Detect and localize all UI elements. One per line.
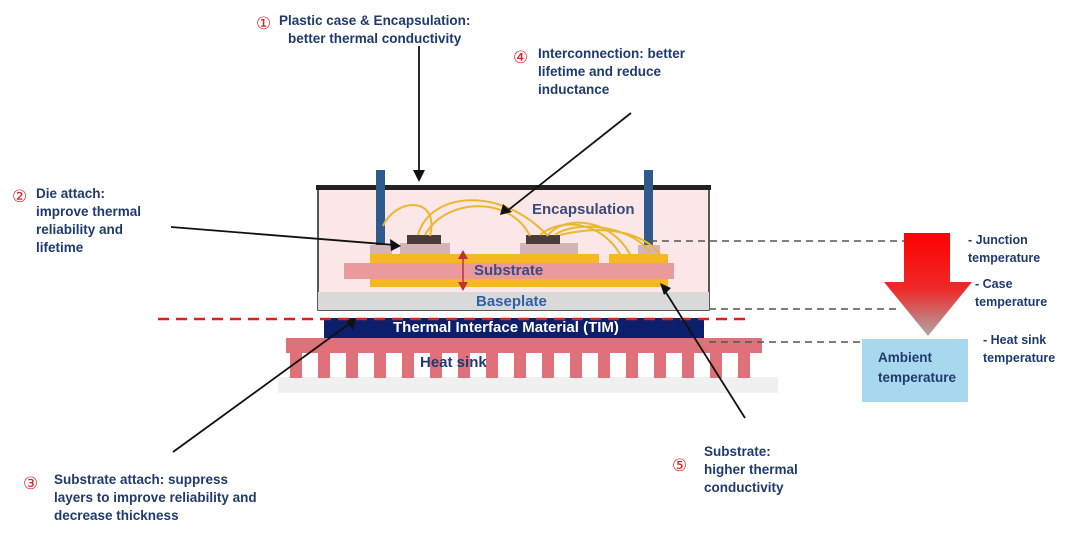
die-left <box>407 235 441 244</box>
bottom-copper <box>370 278 668 287</box>
annotation-substrate-attach: Substrate attach: suppress layers to imp… <box>54 472 257 523</box>
bond-wires <box>382 199 661 255</box>
temperature-guides <box>650 240 906 343</box>
terminal-right <box>644 170 653 248</box>
tim-label: Thermal Interface Material (TIM) <box>393 319 619 336</box>
annotation-number-1: ① <box>256 14 272 33</box>
heat-sink-label: Heat sink <box>420 354 487 371</box>
die-attach-left <box>400 243 450 254</box>
top-copper-left <box>370 254 599 263</box>
top-copper-right <box>609 254 668 263</box>
case-temperature-label: - Case temperature <box>975 277 1048 309</box>
case-lid <box>316 185 711 190</box>
ambient-temperature-label: Ambient temperature <box>878 350 957 385</box>
baseplate-label: Baseplate <box>476 293 547 310</box>
die-attach-right <box>520 243 578 254</box>
temperature-gradient-arrow <box>884 233 972 336</box>
junction-temperature-label: - Junction temperature <box>968 233 1041 265</box>
encapsulation-label: Encapsulation <box>532 201 635 218</box>
annotation-die-attach: Die attach: improve thermal reliability … <box>36 186 142 255</box>
heat-sink-temperature-label: - Heat sink temperature <box>983 333 1056 365</box>
callout-arrows <box>170 46 746 453</box>
annotation-number-4: ④ <box>513 48 529 67</box>
ambient-temperature-box <box>862 339 968 402</box>
heat-sink-base-plate <box>278 377 778 393</box>
annotation-number-3: ③ <box>23 474 39 493</box>
tim-layer <box>324 318 704 338</box>
annotation-number-2: ② <box>12 187 28 206</box>
substrate-label: Substrate <box>474 262 544 279</box>
heat-sink <box>286 338 762 378</box>
baseplate-layer <box>318 292 709 310</box>
annotation-interconnection: Interconnection: better lifetime and red… <box>538 46 686 97</box>
terminal-left <box>376 170 385 248</box>
die-right <box>526 235 560 244</box>
ceramic-substrate <box>344 263 674 279</box>
terminal-left-pad <box>370 245 392 254</box>
annotation-substrate: Substrate: higher thermal conductivity <box>704 444 798 495</box>
annotation-number-5: ⑤ <box>672 456 688 475</box>
annotation-plastic-case: Plastic case & Encapsulation: better the… <box>279 13 471 46</box>
callout-arrowheads <box>346 170 671 330</box>
